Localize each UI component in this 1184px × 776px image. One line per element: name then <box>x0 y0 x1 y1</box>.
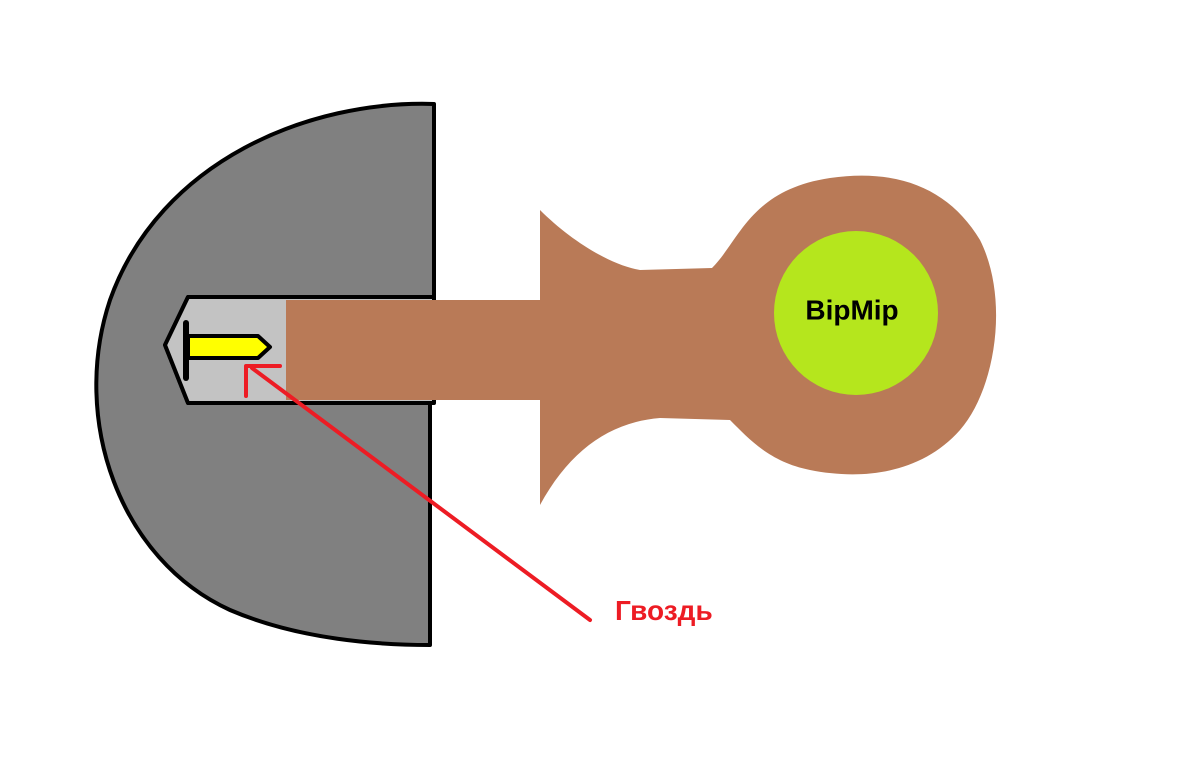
knob-label: BipMip <box>805 294 898 325</box>
nail-label: Гвоздь <box>615 595 713 626</box>
nail-body <box>186 334 272 360</box>
nail-pointer-arrow <box>244 364 592 622</box>
knob-circle <box>774 231 938 395</box>
half-disc-housing <box>94 101 436 647</box>
